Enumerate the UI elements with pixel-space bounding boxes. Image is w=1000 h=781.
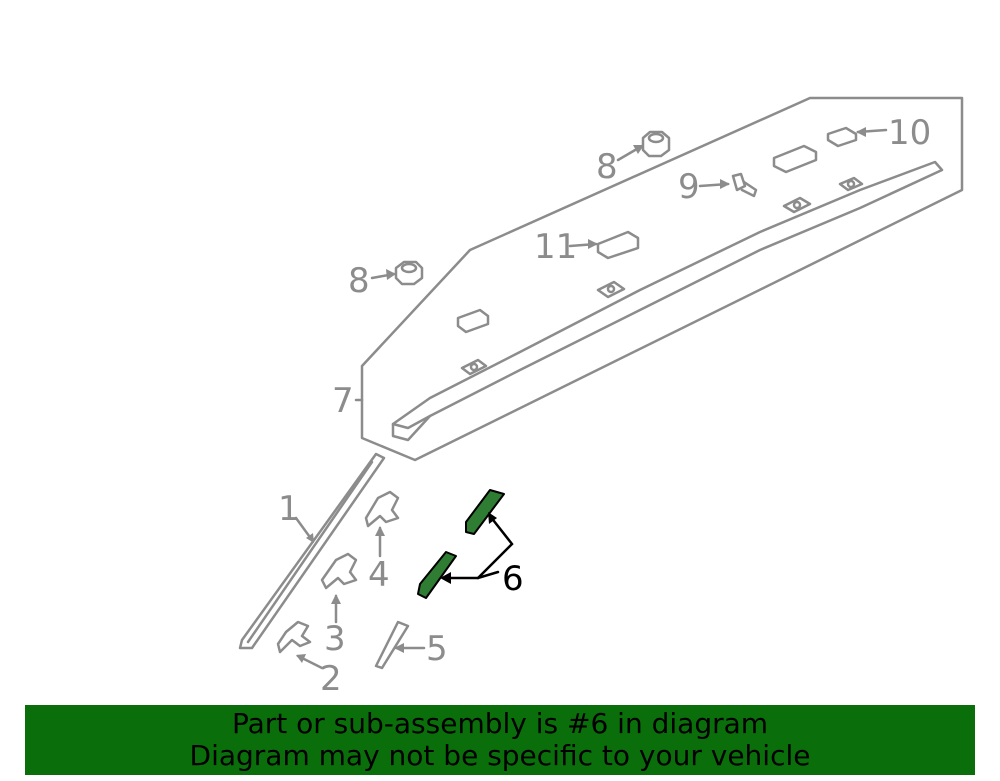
callout-4: 4	[368, 555, 390, 595]
molding-strip-1	[238, 452, 386, 650]
callout-1: 1	[278, 489, 300, 529]
callout-5: 5	[426, 629, 448, 669]
bracket-2	[276, 620, 312, 654]
callout-7: 7	[332, 381, 354, 421]
arrowhead-2	[296, 654, 306, 663]
clip-10	[826, 126, 858, 148]
arrowhead-9	[720, 179, 730, 189]
bracket-3	[320, 552, 358, 590]
callout-11: 11	[534, 227, 577, 267]
bracket-4	[364, 490, 400, 528]
part-6-lower-strip	[417, 551, 457, 599]
arrowhead-1	[306, 533, 314, 543]
callout-9: 9	[678, 167, 700, 207]
arrowhead-8-upper	[633, 145, 644, 154]
callout-8-lower: 8	[348, 261, 370, 301]
part-6-upper-strip	[465, 489, 505, 535]
bolt-9	[731, 172, 758, 198]
leader-6-branch	[476, 514, 514, 580]
info-banner: Part or sub-assembly is #6 in diagram Di…	[25, 705, 975, 775]
arrowhead-11	[588, 239, 598, 249]
arrowhead-5	[394, 643, 404, 653]
callout-8-upper: 8	[596, 147, 618, 187]
callout-3: 3	[324, 619, 346, 659]
callout-6: 6	[502, 559, 524, 599]
clip-lower	[456, 308, 490, 334]
nut-8-lower	[394, 260, 424, 286]
highlighted-part-6	[417, 489, 505, 599]
arrowhead-6-lower	[440, 572, 451, 584]
nut-8-upper	[641, 130, 671, 158]
arrowhead-10	[856, 127, 866, 137]
callout-2: 2	[320, 659, 342, 699]
roof-panel-outline	[360, 96, 964, 462]
arrowhead-6-upper	[488, 512, 497, 524]
banner-line-1: Part or sub-assembly is #6 in diagram	[231, 707, 769, 740]
callout-10: 10	[888, 113, 931, 153]
arrowhead-8-lower	[386, 269, 396, 280]
banner-line-2: Diagram may not be specific to your vehi…	[189, 739, 811, 772]
roof-rail	[391, 160, 944, 442]
clip-upper-middle	[772, 144, 818, 174]
clip-11	[596, 230, 640, 260]
arrowhead-3	[331, 594, 341, 604]
leader-6	[444, 570, 500, 580]
strip-5	[374, 620, 410, 670]
arrowhead-4	[375, 526, 385, 536]
